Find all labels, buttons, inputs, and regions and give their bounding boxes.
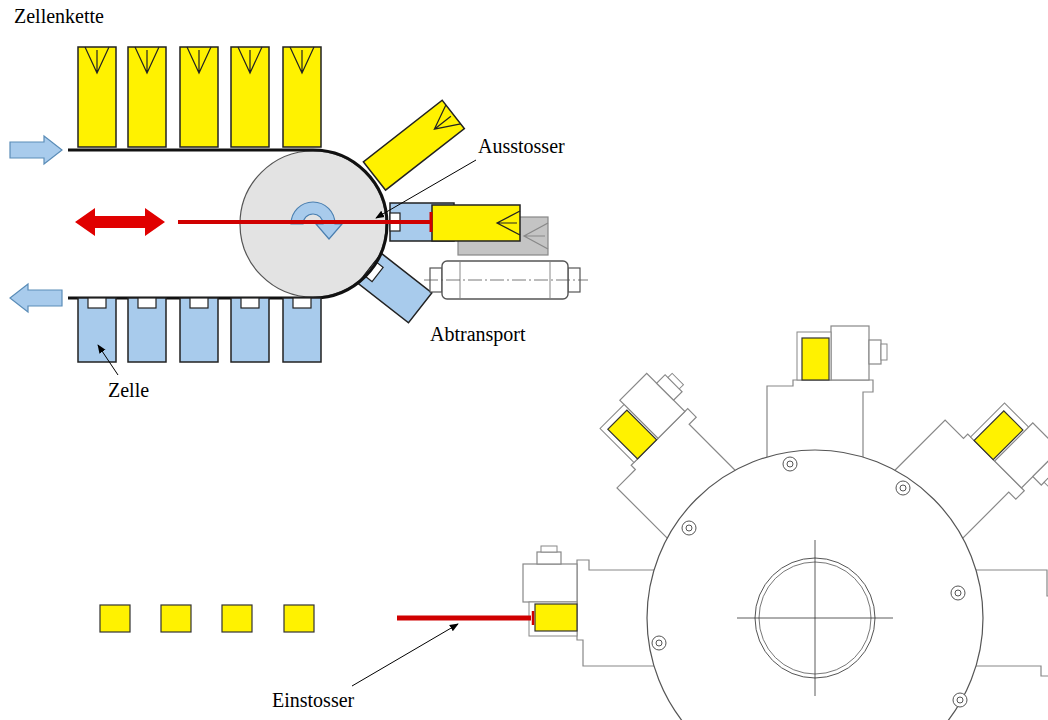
bolt — [957, 697, 963, 703]
transport-roller — [424, 280, 588, 281]
leader-line — [352, 624, 458, 686]
bolt — [656, 640, 662, 646]
transport-roller — [550, 262, 551, 298]
incoming-cells — [100, 605, 130, 632]
insertion-wheel — [523, 326, 1048, 720]
part-label: Abtransport — [430, 322, 526, 346]
bolt — [953, 693, 967, 707]
bolt — [682, 521, 696, 535]
insertion-wheel — [767, 326, 887, 468]
flow-arrows — [10, 136, 62, 312]
bolt — [787, 461, 793, 467]
bolt — [896, 481, 910, 495]
ejected-cells — [432, 205, 520, 241]
ejected-cells — [524, 223, 548, 249]
part-label: Zellenkette — [14, 4, 104, 28]
leader-line — [98, 160, 476, 686]
cell-chain — [283, 298, 321, 362]
cell-chain — [283, 47, 321, 147]
bolt — [652, 457, 967, 707]
cell-chain — [128, 298, 166, 362]
cell-chain — [78, 298, 116, 362]
ejected-cells — [390, 203, 548, 255]
inserter-rod — [397, 611, 533, 625]
inserter-rod — [397, 616, 531, 621]
leader-line — [98, 345, 118, 375]
part-label: Zelle — [108, 378, 149, 402]
cell-chain — [68, 47, 387, 362]
ejector-rod — [75, 208, 431, 236]
cell-chain — [128, 47, 166, 147]
cell-chain — [231, 298, 269, 362]
cell-chain — [180, 47, 218, 147]
bolt — [955, 590, 961, 596]
tilted-cells — [363, 100, 464, 190]
transport-roller — [424, 261, 588, 299]
part-label: Einstosser — [272, 688, 354, 712]
incoming-cells — [222, 605, 252, 632]
ejector-rod — [75, 208, 165, 236]
tilted-cells — [363, 100, 464, 190]
insertion-wheel — [737, 618, 893, 619]
incoming-cells — [100, 605, 314, 632]
inserter-rod — [532, 611, 535, 625]
incoming-cells — [284, 605, 314, 632]
tilted-cells — [358, 253, 432, 322]
ejected-cells — [497, 211, 520, 235]
insertion-wheel — [767, 326, 887, 468]
ejector-rod — [178, 220, 430, 224]
insertion-wheel — [523, 546, 665, 666]
leader-line — [376, 160, 476, 218]
part-label: Ausstosser — [478, 134, 565, 158]
bolt — [900, 485, 906, 491]
flow-arrows — [10, 136, 62, 164]
transport-roller — [442, 261, 568, 299]
cell-chain — [180, 298, 218, 362]
flow-arrows — [10, 284, 62, 312]
bolt — [951, 586, 965, 600]
bolt — [652, 636, 666, 650]
cell-chain — [78, 47, 116, 147]
tilted-cells — [358, 253, 432, 322]
incoming-cells — [161, 605, 191, 632]
insertion-wheel — [647, 450, 983, 720]
cell-chain — [231, 47, 269, 147]
ejector-rod — [430, 212, 433, 232]
bolt — [686, 525, 692, 531]
bolt — [783, 457, 797, 471]
insertion-wheel — [523, 546, 665, 666]
